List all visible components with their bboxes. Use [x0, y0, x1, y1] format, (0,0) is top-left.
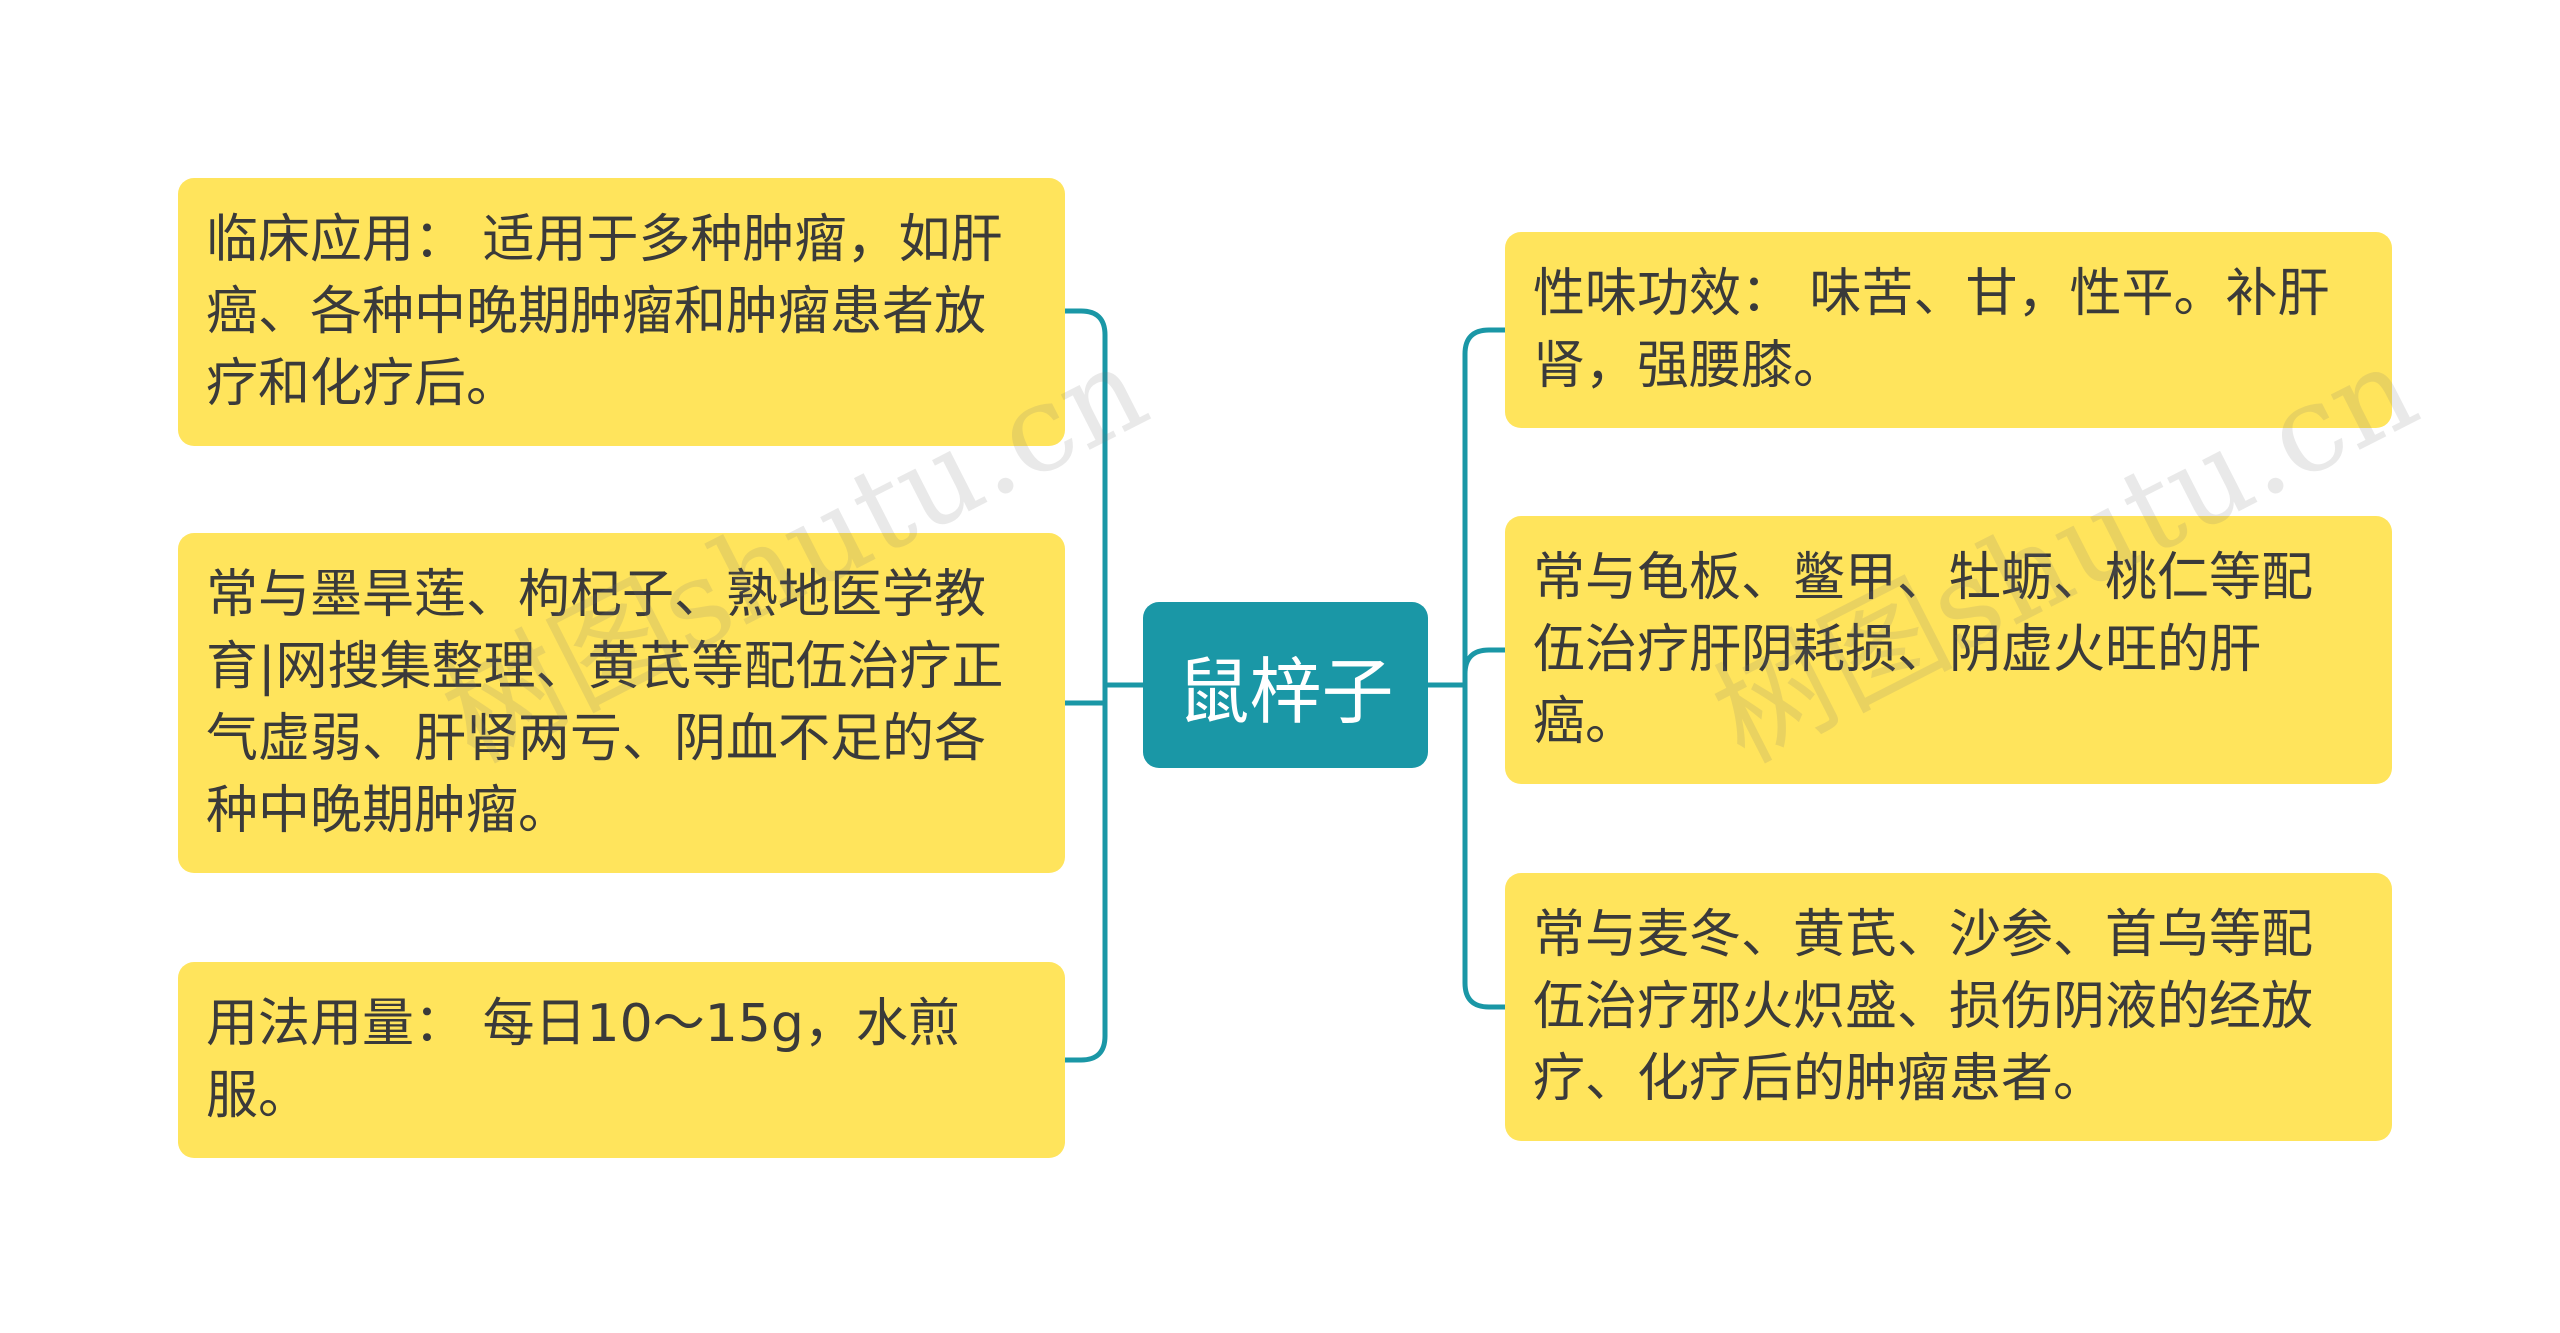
connector-right-2	[1462, 682, 1508, 1010]
connector-left-0	[1062, 308, 1108, 688]
right-node-properties[interactable]: 性味功效： 味苦、甘，性平。补肝肾，强腰膝。	[1505, 232, 2392, 428]
right-node-combination-post-therapy[interactable]: 常与麦冬、黄芪、沙参、首乌等配伍治疗邪火炽盛、损伤阴液的经放疗、化疗后的肿瘤患者…	[1505, 873, 2392, 1141]
left-node-combination-qi-deficiency[interactable]: 常与墨旱莲、枸杞子、熟地医学教育|网搜集整理、黄芪等配伍治疗正气虚弱、肝肾两亏、…	[178, 533, 1065, 873]
connector-left-2	[1062, 682, 1108, 1063]
connector-right-0	[1462, 327, 1508, 688]
connector-right-1	[1462, 647, 1508, 688]
right-node-combination-liver-cancer[interactable]: 常与龟板、鳖甲、牡蛎、桃仁等配伍治疗肝阴耗损、阴虚火旺的肝癌。	[1505, 516, 2392, 784]
central-topic[interactable]: 鼠梓子	[1143, 602, 1428, 768]
central-topic-label: 鼠梓子	[1177, 649, 1394, 734]
left-node-dosage[interactable]: 用法用量： 每日10～15g，水煎服。	[178, 962, 1065, 1158]
connector-left-1	[1062, 682, 1108, 706]
left-node-clinical-use[interactable]: 临床应用： 适用于多种肿瘤，如肝癌、各种中晚期肿瘤和肿瘤患者放疗和化疗后。	[178, 178, 1065, 446]
